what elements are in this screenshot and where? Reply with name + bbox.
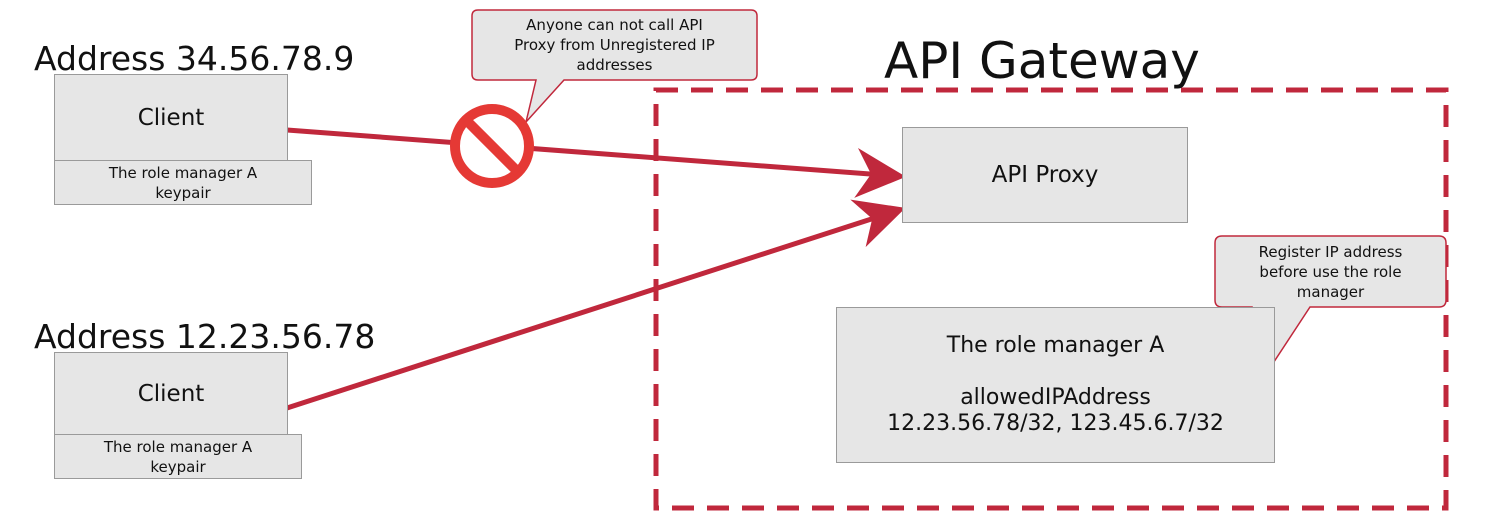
client-1-box: Client (54, 74, 288, 161)
client-2-keypair-line2: keypair (150, 457, 206, 476)
register-callout-bubble (1214, 235, 1447, 413)
allowed-ip-label: allowedIPAddress (960, 385, 1151, 410)
arrow-allowed-client (286, 199, 906, 411)
client-1-keypair-line2: keypair (155, 183, 211, 202)
client-1-keypair-line1: The role manager A (108, 163, 258, 182)
blocked-callout-line1: Anyone can not call API (526, 16, 703, 34)
role-manager-box: The role manager A allowedIPAddress 12.2… (836, 307, 1275, 463)
api-proxy-label: API Proxy (991, 162, 1099, 188)
allowed-ip-values: 12.23.56.78/32, 123.45.6.7/32 (887, 411, 1224, 436)
prohibited-icon (450, 104, 534, 188)
blocked-callout-line3: addresses (576, 56, 653, 74)
client-2-address-label: Address 12.23.56.78 (34, 317, 376, 356)
client-1-label: Client (137, 104, 205, 131)
register-callout-line1: Register IP address (1258, 242, 1403, 261)
client-2-keypair-line1: The role manager A (103, 437, 253, 456)
blocked-callout-text: Anyone can not call API Proxy from Unreg… (472, 10, 757, 80)
blocked-callout-bubble (471, 9, 758, 123)
register-callout-line2: before use the role (1259, 262, 1402, 281)
register-callout-text: Register IP address before use the role … (1215, 236, 1446, 307)
api-gateway-title: API Gateway (884, 32, 1200, 90)
client-2-label: Client (137, 381, 205, 407)
client-1-address-label: Address 34.56.78.9 (34, 39, 355, 78)
register-callout-line3: manager (1296, 282, 1365, 301)
blocked-callout-line2: Proxy from Unregistered IP (514, 36, 715, 54)
arrow-blocked-client (286, 127, 906, 198)
api-proxy-box: API Proxy (902, 127, 1188, 223)
role-manager-name: The role manager A (946, 333, 1165, 358)
client-2-box: Client (54, 352, 288, 436)
client-2-keypair-box: The role manager A keypair (54, 434, 302, 479)
client-1-keypair-box: The role manager A keypair (54, 160, 312, 205)
